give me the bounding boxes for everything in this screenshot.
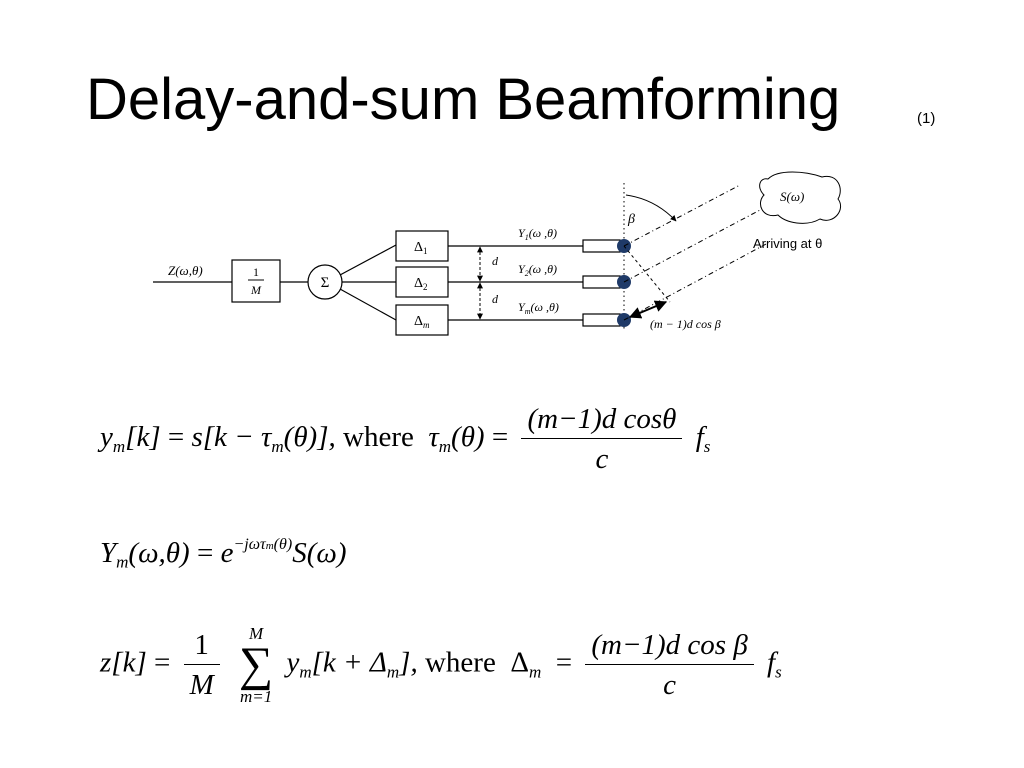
eq3-arg-part1: [k + Δ [311,646,387,679]
svg-text:Δm: Δm [414,314,430,330]
incoming-ray-3 [623,242,769,321]
channel-label-m: Ym(ω ,θ) [518,300,559,316]
eq3-delta-sub: m [528,662,542,682]
eq1-tau: τ [428,421,439,454]
svg-text:Δ2: Δ2 [414,276,428,292]
eq1-where: where [343,421,414,454]
equation-1: ym[k] = s[k − τm(θ)], where τm(θ) = (m−1… [100,405,710,474]
scale-numerator: 1 [253,265,259,279]
delay-box-m: Δm [395,304,449,336]
equation-2: Ym(ω,θ) = e−jωτm(θ)S(ω) [100,537,346,571]
scale-denominator: M [250,283,262,297]
angle-label: β [627,212,635,227]
branch-line-1 [339,244,397,276]
sensor-body-1 [582,239,621,253]
sensor-body-m [582,313,621,327]
sensor-body-2 [582,275,621,289]
eq1-lhs: y [100,421,113,454]
eq3-fraction-2: (m−1)d cos β c [585,630,754,701]
eq3-sum-upper: M [249,624,264,643]
eq1-lhs-sub: m [112,437,126,457]
eq3-fs-sub: s [775,662,782,682]
eq3-numerator-2: (m−1)d cos β [585,630,754,665]
eq3-y: y [286,646,300,679]
eq2-lhs-arg: (ω,θ) [128,536,190,569]
eq3-denominator-1: M [189,668,214,701]
source-label: S(ω) [780,189,804,204]
equation-3: z[k] = 1 M M ∑ m=1 ym[k + Δm], where Δm … [100,625,782,705]
eq1-lhs-arg: [k] [125,421,161,454]
eq3-sum-lower: m=1 [240,687,273,706]
eq3-y-sub: m [299,662,312,682]
eq1-equals: = [167,421,185,454]
eq3-summation: M ∑ m=1 [239,625,273,705]
path-diff-arrow [628,300,668,319]
spacing-label-1: d [492,254,499,268]
delay-box-1: Δ1 [395,230,449,262]
eq2-lhs: Y [100,536,117,569]
slide-title: Delay-and-sum Beamforming [86,67,841,132]
channel-label-2: Y2(ω ,θ) [518,262,557,278]
eq1-tau-sub: m [438,437,452,457]
delay-box-2: Δ2 [395,266,449,298]
beamformer-diagram: Z(ω,θ) 1 M Σ Δ1 Δ2 Δm d d Y1(ω ,θ) Y2(ω … [153,171,842,336]
eq3-fraction-1: 1 M [183,630,220,701]
incoming-ray-1 [623,184,741,247]
eq1-equals-2: = [491,421,509,454]
spacing-label-2: d [492,292,499,306]
eq1-rhs-part2: (θ)], [283,421,336,454]
eq1-rhs-sub: m [271,437,284,457]
eq3-fs: f [767,646,776,679]
summer-symbol: Σ [321,275,330,291]
svg-text:Δ1: Δ1 [414,240,428,256]
eq1-fraction: (m−1)d cosθ c [521,405,683,475]
eq3-numerator-1: 1 [183,630,220,665]
eq3-lhs: z[k] [100,646,147,679]
incoming-ray-2 [623,209,761,283]
wavefront-line [623,245,671,303]
eq3-equals-2: = [555,646,573,679]
eq1-rhs-part1: s[k − τ [191,421,272,454]
eq2-lhs-sub: m [116,552,129,572]
eq2-base: e [220,536,234,569]
eq1-tau-arg: (θ) [451,421,485,454]
eq3-equals: = [153,646,171,679]
eq2-tail: S(ω) [292,536,347,569]
angle-arc [625,194,677,222]
eq1-fs-sub: s [703,437,711,457]
title-footnote: (1) [917,110,936,127]
channel-label-1: Y1(ω ,θ) [518,226,557,242]
eq3-arg-part2: ], [399,646,418,679]
output-label: Z(ω,θ) [168,263,203,278]
eq2-equals: = [196,536,214,569]
scale-box [231,259,281,303]
eq3-denominator-2: c [663,668,677,701]
source-cloud [759,171,842,224]
path-diff-label: (m − 1)d cos β [650,317,721,331]
branch-line-3 [339,288,397,321]
eq2-exponent: −jωτm(θ) [233,536,293,553]
eq1-denominator: c [595,443,609,475]
eq3-sum-symbol: ∑ [239,638,274,691]
eq3-delta: Δ [510,646,529,679]
arriving-label: Arriving at θ [753,236,822,251]
eq1-fs: f [695,421,704,454]
eq1-numerator: (m−1)d cosθ [521,405,683,439]
eq3-arg-sub: m [386,662,400,682]
eq3-where: where [424,646,496,679]
